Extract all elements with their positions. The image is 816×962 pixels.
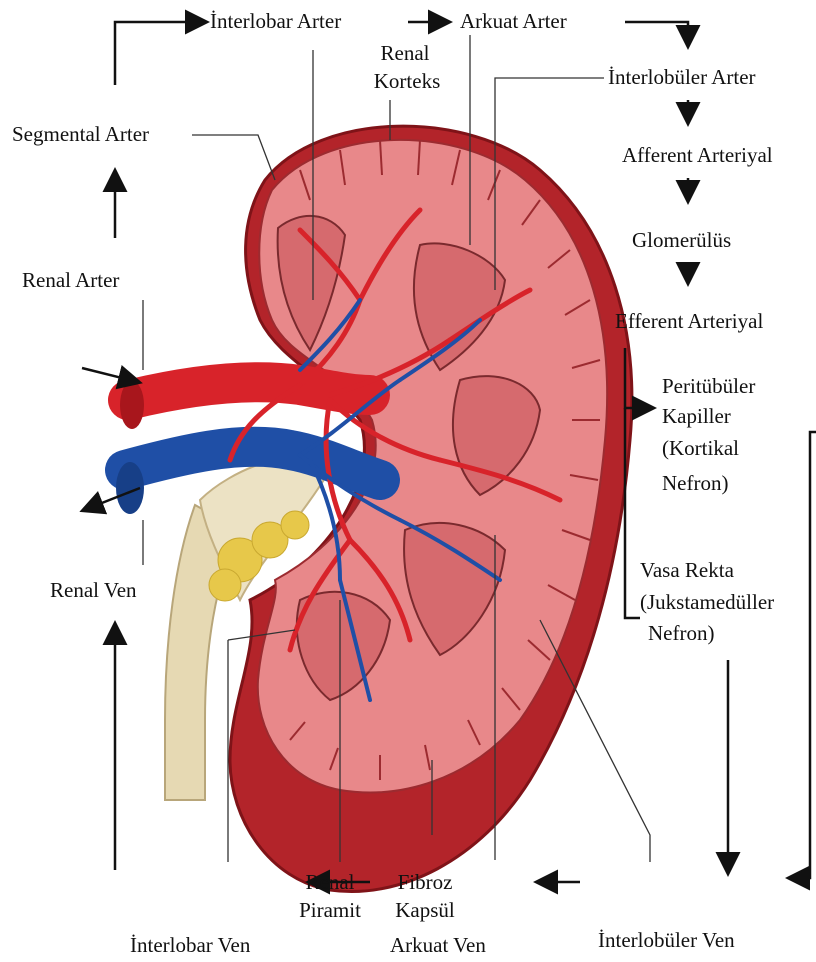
label-arkuat-ven: Arkuat Ven [390,932,486,958]
label-perituбuler-line1: Peritübüler [662,373,755,399]
label-afferent-arteriyal: Afferent Arteriyal [622,142,773,168]
renal-artery [128,382,370,400]
renal-artery-opening [120,381,144,429]
label-fibroz-kapsul-line1: Fibroz [385,869,465,895]
label-vasa-rekta-line1: Vasa Rekta [640,557,734,583]
label-vasa-rekta-line3: Nefron) [648,620,714,646]
label-perituбuler-line4: Nefron) [662,470,728,496]
label-renal-korteks-line1: Renal [370,40,440,66]
label-renal-piramit-line2: Piramit [290,897,370,923]
label-glomerulus: Glomerülüs [632,227,731,253]
label-renal-ven: Renal Ven [50,577,137,603]
label-renal-korteks-line2: Korteks [362,68,452,94]
label-segmental-arter: Segmental Arter [12,121,149,147]
label-vasa-rekta-line2: (Jukstamedüller [640,589,774,615]
label-interlobar-ven: İnterlobar Ven [130,932,250,958]
label-perituбuler-line3: (Kortikal [662,435,739,461]
label-efferent-arteriyal: Efferent Arteriyal [615,308,763,334]
label-renal-arter: Renal Arter [22,267,119,293]
label-interlobuler-arter: İnterlobüler Arter [608,64,756,90]
label-renal-piramit-line1: Renal [295,869,365,895]
label-interlobar-arter: İnterlobar Arter [210,8,341,34]
label-arkuat-arter: Arkuat Arter [460,8,567,34]
label-interlobuler-ven: İnterlobüler Ven [598,927,735,953]
label-fibroz-kapsul-line2: Kapsül [383,897,467,923]
label-perituбuler-line2: Kapiller [662,403,731,429]
